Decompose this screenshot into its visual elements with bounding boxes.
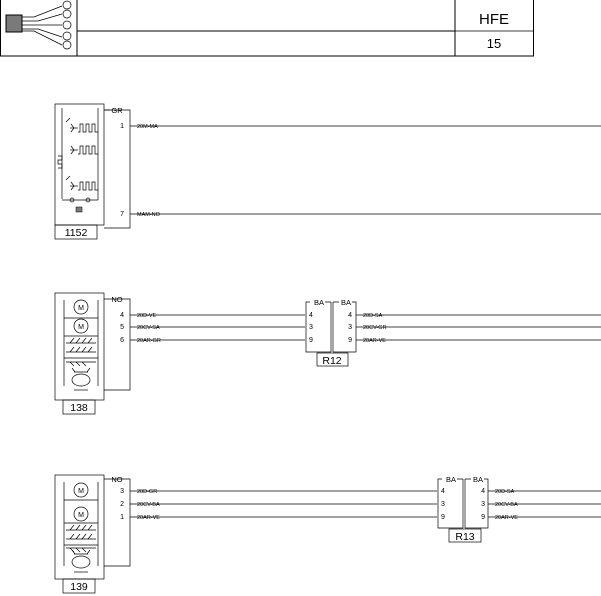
- connector-tag: BA: [446, 475, 456, 484]
- page-number: 15: [487, 36, 501, 51]
- pin-number: 4: [309, 312, 313, 319]
- pin-number: 3: [348, 324, 352, 331]
- connector-tag: NO: [111, 295, 122, 304]
- wire-label: 20AR-GR: [137, 338, 161, 344]
- pin-number: 3: [309, 324, 313, 331]
- pin-number: 5: [120, 324, 124, 331]
- wire-label: 20AR-VE: [363, 338, 386, 344]
- pin-number: 9: [309, 337, 313, 344]
- wire-label: 20CV-BA: [137, 502, 160, 508]
- wire-label: 20AR-VE: [495, 515, 518, 521]
- wire-label: 20CV-SA: [137, 325, 160, 331]
- connector-r12: BA BA 4 3 9 4 3 9 R12 20D-SA 20CV-GR 20A…: [305, 298, 601, 367]
- pin-number: 4: [481, 488, 485, 495]
- motor-icon: [73, 299, 89, 315]
- component-id-box: [62, 578, 96, 594]
- wire-label: 20D-GR: [137, 489, 157, 495]
- wire-label: 20D-SA: [495, 489, 515, 495]
- pin-number: 3: [120, 488, 124, 495]
- motor-icon: [73, 318, 89, 334]
- connector-plug-icon: [5, 0, 72, 50]
- motor-icon: [73, 506, 89, 522]
- wire-label: 20D-SA: [363, 313, 383, 319]
- motor-assembly-icon: M M: [63, 299, 99, 391]
- component-138: 138 M M NO 4 20D-VE 5 20CV-SA 6 20: [54, 292, 305, 415]
- pin-number: 3: [441, 501, 445, 508]
- motor-label: M: [78, 512, 84, 519]
- component-id-box: [62, 399, 96, 415]
- diagram-code: HFE: [479, 11, 509, 28]
- connector-id: R12: [322, 355, 341, 367]
- title-block: [0, 0, 534, 57]
- pin-number: 7: [120, 211, 124, 218]
- pin-number: 1: [120, 123, 124, 130]
- wire-label: MAM-NO: [137, 212, 161, 218]
- component-id: 139: [70, 581, 88, 593]
- pin-number: 4: [441, 488, 445, 495]
- component-139: 139 M M NO 3 20D-GR 2 20CV-BA 1 20: [54, 474, 437, 594]
- motor-label: M: [78, 305, 84, 312]
- wire-label: 20CV-BA: [495, 502, 518, 508]
- connector-tag: BA: [314, 298, 324, 307]
- pin-number: 9: [348, 337, 352, 344]
- connector-id-box: [448, 528, 482, 543]
- connector-tag: GR: [111, 106, 123, 115]
- connector-tag: BA: [473, 475, 483, 484]
- pin-number: 2: [120, 501, 124, 508]
- motor-assembly-icon: M M: [63, 482, 99, 573]
- heating-element-icon: [57, 108, 99, 213]
- connector-r13: BA BA 4 3 9 4 3 9 R13 20D-SA 20CV-BA 20A…: [437, 475, 601, 543]
- pin-number: 3: [481, 501, 485, 508]
- wire-label: 20AR-VE: [137, 515, 160, 521]
- connector-tag: NO: [111, 475, 122, 484]
- wire-label: 20CV-GR: [363, 325, 387, 331]
- pin-number: 4: [348, 312, 352, 319]
- pin-number: 9: [441, 514, 445, 521]
- motor-label: M: [78, 324, 84, 331]
- component-id-box: [54, 224, 98, 240]
- connector-id-box: [316, 352, 349, 367]
- wire-label: 20D-VE: [137, 313, 157, 319]
- motor-icon: [73, 482, 89, 498]
- connector-tag: BA: [341, 298, 351, 307]
- pin-number: 9: [481, 514, 485, 521]
- pin-number: 1: [120, 514, 124, 521]
- pin-number: 6: [120, 337, 124, 344]
- connector-id: R13: [455, 531, 474, 543]
- component-id: 1152: [65, 227, 88, 239]
- wire-label: 20M-MA: [137, 124, 158, 130]
- component-1152: 1152 GR 1 20M-MA 7: [54, 103, 601, 240]
- motor-label: M: [78, 488, 84, 495]
- component-id: 138: [70, 402, 88, 414]
- pin-number: 4: [120, 312, 124, 319]
